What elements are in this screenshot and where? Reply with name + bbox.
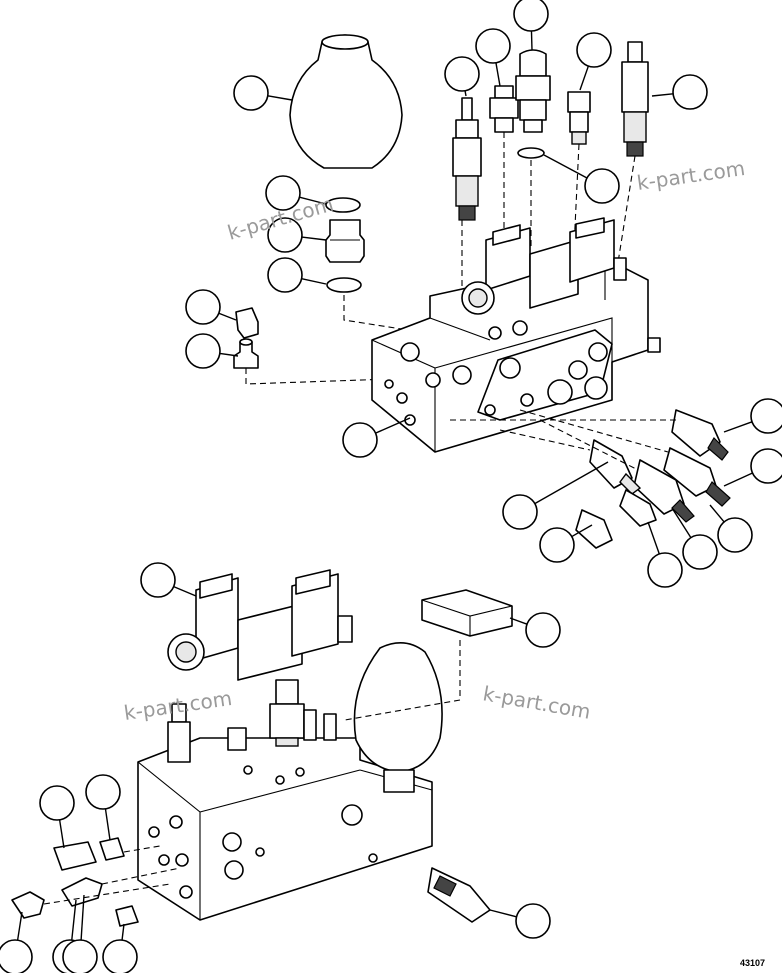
callout-leader bbox=[709, 504, 725, 523]
callout-balloon bbox=[515, 903, 551, 939]
callout-balloon bbox=[750, 398, 782, 434]
breather-fitting-top bbox=[233, 338, 259, 369]
cartridge-right-3 bbox=[633, 459, 695, 523]
callout-leader bbox=[464, 90, 467, 97]
callout-balloon bbox=[717, 517, 753, 553]
callout-leader bbox=[489, 909, 517, 918]
callout-balloon bbox=[85, 774, 121, 810]
watermark-4: k-part.com bbox=[481, 681, 592, 724]
cartridge-valve-1 bbox=[452, 97, 482, 221]
callout-balloon bbox=[444, 56, 480, 92]
callout-leader bbox=[218, 312, 237, 321]
callout-balloon bbox=[647, 552, 683, 588]
tee-fitting-left bbox=[61, 877, 103, 907]
adapter-fitting-top bbox=[325, 219, 365, 263]
callout-leader bbox=[301, 277, 327, 285]
callout-balloon bbox=[62, 939, 98, 973]
callout-balloon bbox=[502, 494, 538, 530]
cover-plate bbox=[421, 589, 513, 637]
callout-balloon bbox=[0, 939, 33, 973]
callout-leader bbox=[723, 421, 753, 433]
callout-balloon bbox=[265, 175, 301, 211]
callout-balloon bbox=[513, 0, 549, 32]
plug-right-2 bbox=[575, 509, 613, 549]
cartridge-right-1 bbox=[671, 409, 729, 461]
callout-leader bbox=[543, 154, 588, 179]
pressure-switch-bottom bbox=[269, 679, 305, 747]
cartridge-bottom-right bbox=[427, 867, 491, 923]
callout-balloon bbox=[185, 333, 221, 369]
callout-balloon bbox=[750, 448, 782, 484]
pressure-sensor bbox=[515, 49, 551, 133]
callout-balloon bbox=[140, 562, 176, 598]
callout-leader bbox=[579, 65, 590, 91]
callout-balloon bbox=[267, 257, 303, 293]
callout-leader bbox=[671, 507, 692, 539]
callout-balloon bbox=[539, 527, 575, 563]
callout-leader bbox=[58, 819, 65, 849]
solenoid-valve-bottom bbox=[167, 569, 353, 681]
cap-bottom bbox=[227, 727, 247, 751]
callout-leader bbox=[571, 524, 593, 538]
o-ring-sensor bbox=[517, 147, 545, 159]
watermark-2: k-part.com bbox=[635, 156, 746, 195]
callout-balloon bbox=[576, 32, 612, 68]
callout-leader bbox=[121, 923, 125, 941]
pressure-switch-small bbox=[489, 85, 519, 133]
accumulator-top bbox=[289, 34, 403, 169]
callout-balloon bbox=[102, 939, 138, 973]
callout-balloon bbox=[672, 74, 708, 110]
callout-leader bbox=[219, 352, 239, 357]
callout-leader bbox=[104, 808, 111, 841]
accumulator-bottom bbox=[353, 642, 443, 793]
elbow-fitting-left bbox=[11, 891, 45, 919]
cartridge-valve-2 bbox=[621, 41, 649, 157]
callout-leader bbox=[509, 617, 528, 625]
check-valve-left bbox=[53, 841, 97, 871]
cartridge-valve-bottom bbox=[167, 703, 191, 763]
callout-leader bbox=[301, 236, 327, 241]
callout-leader bbox=[80, 894, 85, 941]
callout-balloon bbox=[267, 217, 303, 253]
drawing-number: 43107 bbox=[740, 958, 765, 968]
callout-leader bbox=[651, 93, 674, 97]
cartridge-right-4 bbox=[589, 439, 642, 495]
fitting-bottom-1 bbox=[303, 709, 317, 741]
cartridge-right-2 bbox=[663, 447, 731, 507]
callout-leader bbox=[723, 472, 753, 487]
plug-fitting bbox=[567, 91, 591, 145]
callout-balloon bbox=[39, 785, 75, 821]
callout-balloon bbox=[233, 75, 269, 111]
callout-balloon bbox=[342, 422, 378, 458]
callout-balloon bbox=[584, 168, 620, 204]
callout-leader bbox=[530, 30, 533, 51]
callout-leader bbox=[534, 461, 609, 505]
solenoid-valve-top bbox=[461, 217, 627, 315]
fitting-bottom-2 bbox=[323, 713, 337, 741]
callout-leader bbox=[71, 899, 77, 941]
plug-left bbox=[115, 905, 139, 927]
callout-balloon bbox=[682, 534, 718, 570]
callout-balloon bbox=[185, 289, 221, 325]
callout-leader bbox=[16, 911, 23, 941]
seal-ring-bottom bbox=[326, 277, 362, 293]
cap-small-top bbox=[235, 307, 259, 339]
callout-balloon bbox=[475, 28, 511, 64]
manifold-block-bottom bbox=[137, 737, 433, 921]
manifold-block-top bbox=[371, 257, 661, 453]
callout-leader bbox=[299, 196, 327, 205]
callout-balloon bbox=[525, 612, 561, 648]
callout-leader bbox=[647, 521, 660, 555]
callout-leader bbox=[495, 62, 501, 87]
callout-leader bbox=[173, 585, 197, 597]
callout-leader bbox=[375, 417, 411, 434]
callout-leader bbox=[267, 95, 293, 101]
orifice-left bbox=[99, 837, 125, 861]
seal-ring-top bbox=[325, 197, 361, 213]
